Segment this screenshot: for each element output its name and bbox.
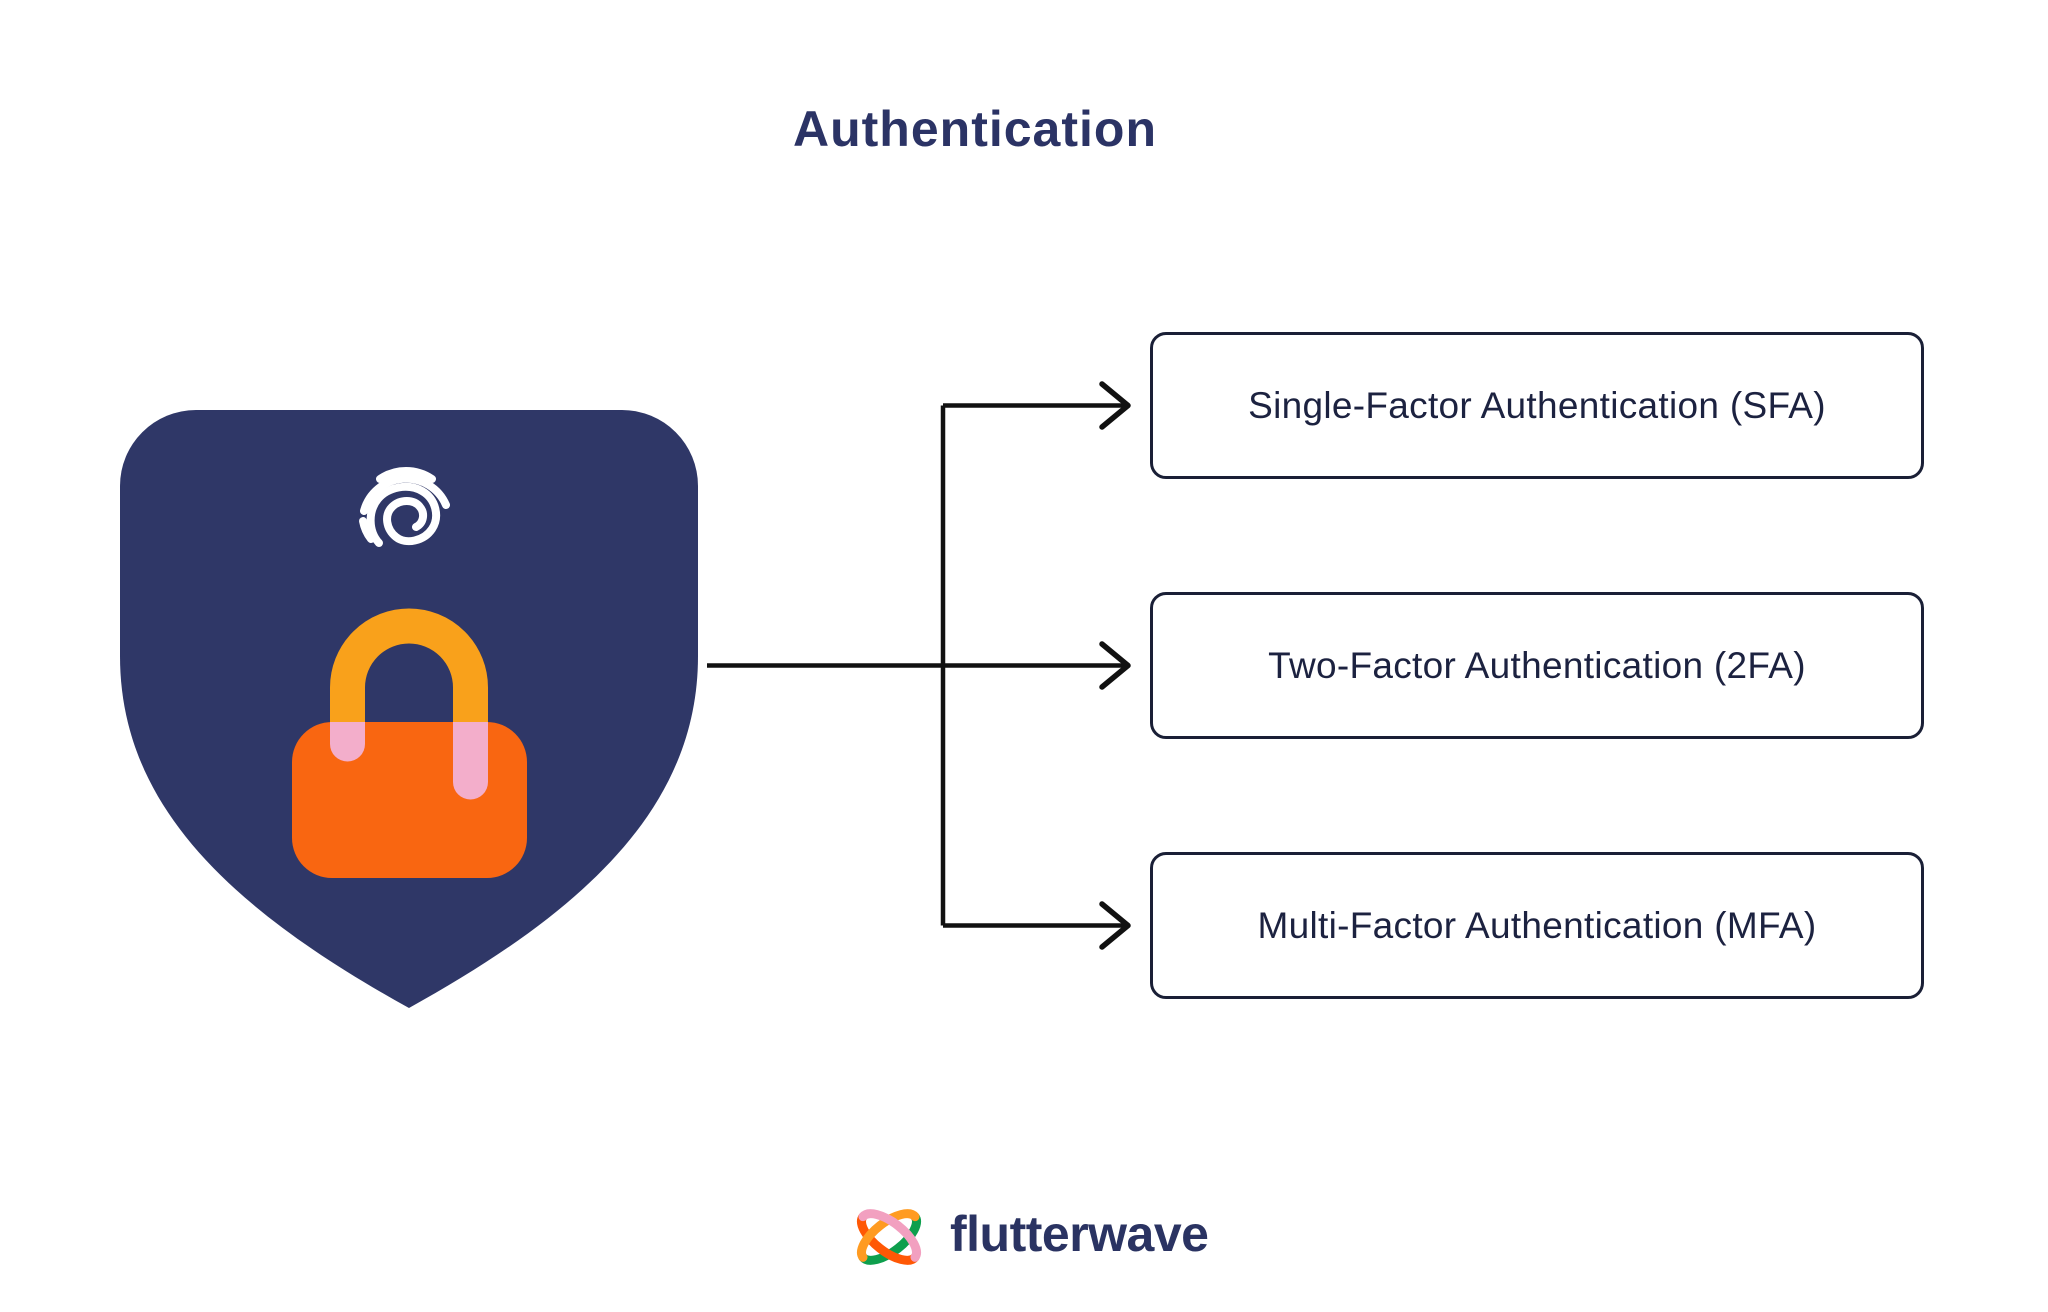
flutterwave-logo-icon <box>857 1209 921 1265</box>
fingerprint-icon <box>359 466 450 547</box>
auth-option-sfa-label: Single-Factor Authentication (SFA) <box>1248 384 1826 426</box>
security-shield-illustration <box>118 408 700 1010</box>
auth-option-sfa: Single-Factor Authentication (SFA) <box>1150 332 1924 479</box>
auth-option-mfa-label: Multi-Factor Authentication (MFA) <box>1257 904 1817 946</box>
auth-option-2fa-label: Two-Factor Authentication (2FA) <box>1268 644 1806 686</box>
brand-footer: flutterwave <box>848 1196 1209 1278</box>
shield-icon <box>120 410 698 1008</box>
auth-option-mfa: Multi-Factor Authentication (MFA) <box>1150 852 1924 999</box>
arrowhead-icon <box>1099 641 1131 690</box>
padlock-icon <box>292 608 527 878</box>
auth-option-2fa: Two-Factor Authentication (2FA) <box>1150 592 1924 739</box>
arrowhead-icon <box>1099 901 1131 950</box>
page-title: Authentication <box>793 101 1157 157</box>
arrowhead-icon <box>1099 381 1131 430</box>
brand-wordmark: flutterwave <box>950 1206 1209 1262</box>
